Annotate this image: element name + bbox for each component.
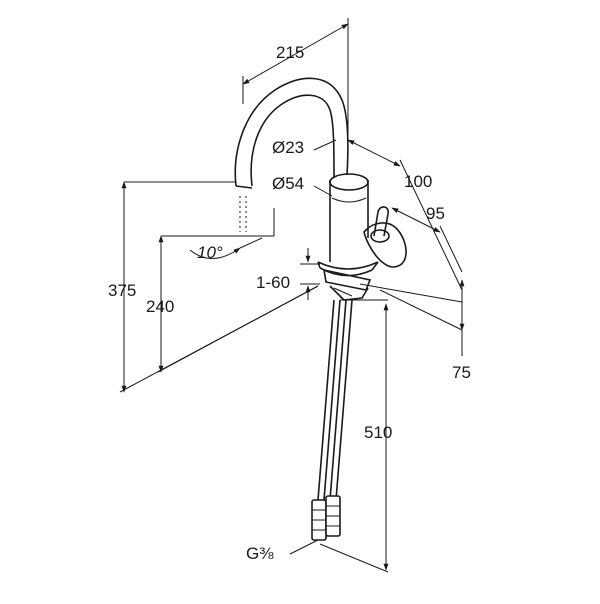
dim-spout-height: 240 (146, 235, 319, 373)
label-lever-depth: 95 (426, 204, 445, 223)
label-spout-reach: 215 (276, 43, 304, 62)
faucet-body (317, 173, 379, 277)
label-body-diameter: Ø54 (272, 174, 304, 193)
dim-spout-reach: 215 (242, 18, 349, 140)
label-deck-thickness: 1-60 (256, 273, 290, 292)
label-spout-diameter: Ø23 (272, 138, 304, 157)
label-connection-thread: G⅜ (246, 544, 274, 563)
dim-spout-diameter: Ø23 (272, 138, 337, 157)
dim-hose-length: 510 (319, 299, 392, 573)
dim-body-diameter: Ø54 (272, 174, 333, 197)
label-swivel-angle: 10° (197, 243, 223, 262)
lever-handle (363, 206, 407, 268)
dim-deck-thickness: 1-60 (256, 248, 320, 300)
mounting-fixing (323, 268, 463, 303)
spout (234, 77, 349, 232)
supply-hoses (311, 299, 353, 541)
dim-swivel-angle: 10° (161, 208, 275, 262)
label-spout-height: 240 (146, 297, 174, 316)
label-hose-length: 510 (364, 423, 392, 442)
label-flange-diameter: 75 (452, 363, 471, 382)
dim-flange-diameter: 75 (379, 279, 471, 382)
dim-connection-thread: G⅜ (246, 539, 319, 563)
dim-lever-depth: 95 (391, 204, 463, 273)
label-body-depth: 100 (404, 172, 432, 191)
label-overall-height: 375 (108, 281, 136, 300)
